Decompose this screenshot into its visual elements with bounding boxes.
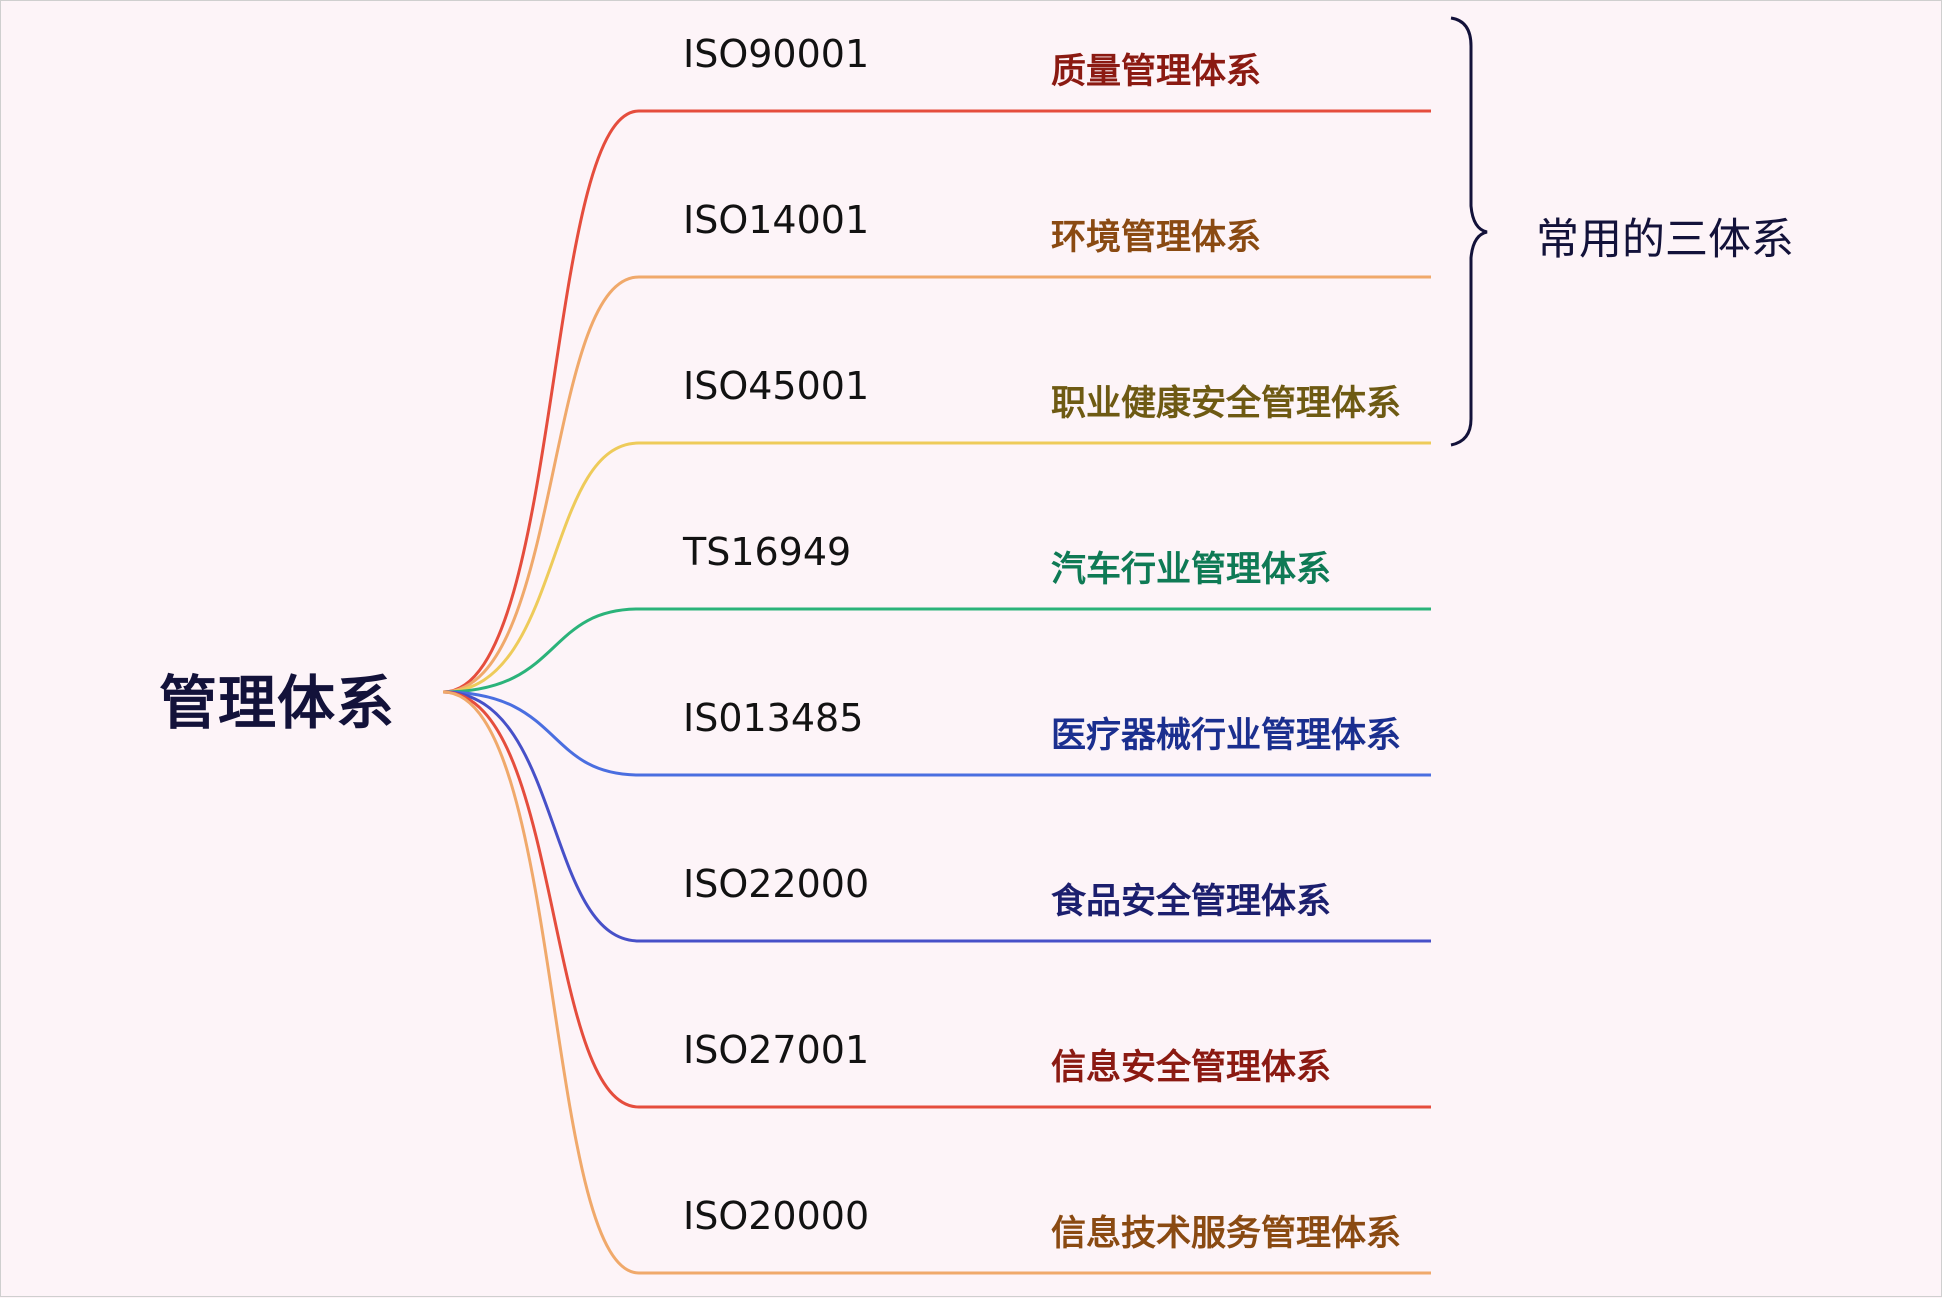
branch-code[interactable]: ISO22000 <box>683 862 870 906</box>
branch-code[interactable]: ISO90001 <box>683 32 870 76</box>
branch-code[interactable]: IS013485 <box>683 696 864 740</box>
branch-name[interactable]: 质量管理体系 <box>1051 52 1262 92</box>
summary-label[interactable]: 常用的三体系 <box>1536 215 1794 265</box>
branch-connector <box>442 690 1431 1109</box>
branch-connector <box>442 690 1431 943</box>
branch-connector <box>442 607 1431 694</box>
grouping-bracket <box>1450 16 1488 447</box>
root-node-label[interactable]: 管理体系 <box>159 669 396 737</box>
branch-code[interactable]: TS16949 <box>683 530 852 574</box>
branch-code[interactable]: ISO20000 <box>683 1194 870 1238</box>
branch-name[interactable]: 医疗器械行业管理体系 <box>1051 716 1402 756</box>
branch-code[interactable]: ISO27001 <box>683 1028 870 1072</box>
branch-connector <box>442 690 1431 1275</box>
branch-connector <box>442 690 1431 777</box>
branch-connector <box>442 109 1431 694</box>
branch-code[interactable]: ISO45001 <box>683 364 870 408</box>
branch-code[interactable]: ISO14001 <box>683 198 870 242</box>
branch-name[interactable]: 职业健康安全管理体系 <box>1051 384 1402 424</box>
branch-name[interactable]: 食品安全管理体系 <box>1051 882 1332 922</box>
branch-connector <box>442 441 1431 694</box>
branch-connector <box>442 275 1431 694</box>
branch-name[interactable]: 信息安全管理体系 <box>1051 1048 1332 1088</box>
branch-name[interactable]: 环境管理体系 <box>1051 218 1262 258</box>
branch-name[interactable]: 汽车行业管理体系 <box>1051 550 1332 590</box>
branch-name[interactable]: 信息技术服务管理体系 <box>1051 1214 1402 1254</box>
